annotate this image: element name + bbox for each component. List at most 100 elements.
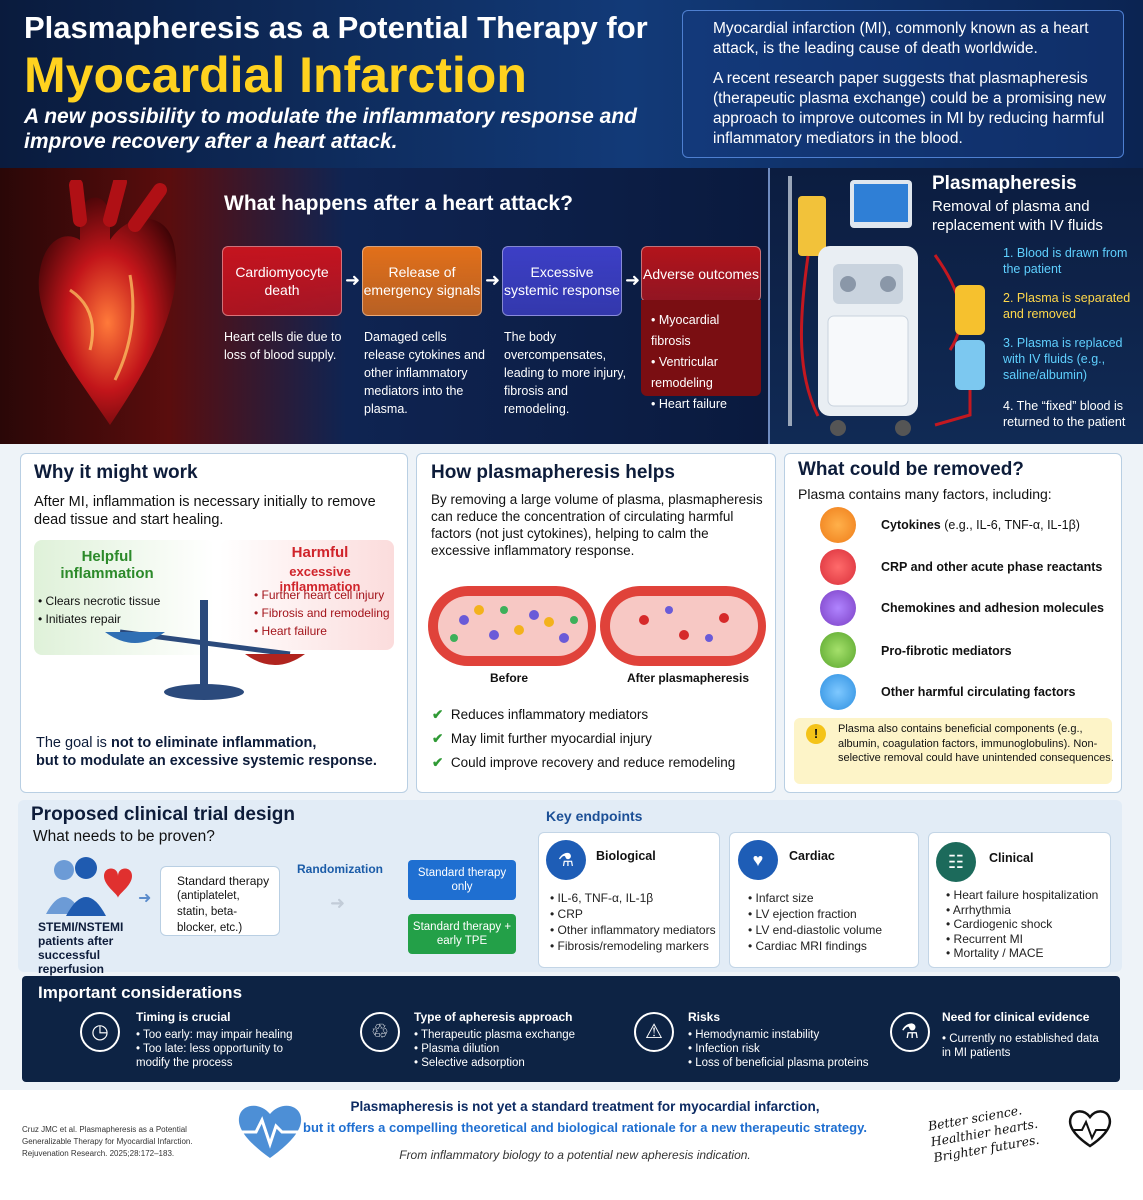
consideration-item: • Loss of beneficial plasma proteins <box>688 1057 869 1069</box>
blood-vessel-illustration-icon <box>428 586 766 666</box>
endpoint-biological-list: • IL-6, TNF-α, IL-1β • CRP • Other infla… <box>550 890 716 954</box>
profibrotic-icon <box>820 632 856 668</box>
consideration-item: • Plasma dilution <box>414 1043 500 1055</box>
endpoint-item: • Recurrent MI <box>946 931 1023 946</box>
step-systemic-response: Excessive systemic response <box>502 246 622 316</box>
check-icon: ✔ <box>432 707 444 722</box>
check-item: ✔ May limit further myocardial injury <box>432 731 652 746</box>
consideration-item: • Currently no established data in MI pa… <box>942 1033 1099 1059</box>
randomization-label: Randomization <box>297 862 383 876</box>
clock-icon: ◷ <box>80 1012 120 1052</box>
arrow-right-icon: ➜ <box>138 890 152 907</box>
arrow-right-icon: ➜ <box>625 270 641 290</box>
harmful-subtitle: excessive inflammation <box>279 564 361 594</box>
page-title-line1: Plasmapheresis as a Potential Therapy fo… <box>24 10 648 45</box>
note-box <box>794 718 1112 784</box>
note-text: Plasma also contains beneficial componen… <box>838 723 1114 764</box>
other-factors-icon <box>820 674 856 710</box>
intro-paragraph-1: Myocardial infarction (MI), commonly kno… <box>713 20 1089 57</box>
helpful-item: • Clears necrotic tissue <box>38 594 161 608</box>
endpoint-clinical-title: Clinical <box>989 851 1034 865</box>
endpoint-item: • Cardiogenic shock <box>946 917 1053 931</box>
standard-therapy-detail: (antiplatelet, statin, beta-blocker, etc… <box>177 890 243 934</box>
harmful-box <box>220 540 394 650</box>
page-title-line2: Myocardial Infarction <box>24 47 527 103</box>
helpful-item: • Initiates repair <box>38 612 121 626</box>
removed-title: What could be removed? <box>798 459 1024 480</box>
apheresis-icon: ♲ <box>360 1012 400 1052</box>
consideration-list-approach: • Therapeutic plasma exchange • Plasma d… <box>414 1028 575 1070</box>
harmful-list: • Further heart cell injury • Fibrosis a… <box>254 586 390 640</box>
why-text: After MI, inflammation is necessary init… <box>34 494 376 528</box>
outcome-item: • Heart failure <box>651 397 727 411</box>
outcomes-list: • Myocardial fibrosis • Ventricular remo… <box>641 300 761 411</box>
trial-subtitle: What needs to be proven? <box>33 828 215 845</box>
endpoint-item: • Arrhythmia <box>946 902 1011 917</box>
consideration-item: • Therapeutic plasma exchange <box>414 1029 576 1041</box>
check-icon: ✔ <box>432 755 444 770</box>
helpful-list: • Clears necrotic tissue • Initiates rep… <box>38 592 160 628</box>
endpoint-item: • Other inflammatory mediators <box>550 923 716 937</box>
plasma-step-2: 2. Plasma is separated and removed <box>1003 291 1131 321</box>
what-happens-title: What happens after a heart attack? <box>224 192 573 215</box>
how-text: By removing a large volume of plasma, pl… <box>431 492 763 558</box>
plasmapheresis-subtitle: Removal of plasma and replacement with I… <box>932 198 1103 234</box>
endpoint-cardiac-list: • Infarct size • LV ejection fraction • … <box>748 890 882 954</box>
why-title: Why it might work <box>34 462 198 483</box>
consideration-title-evidence: Need for clinical evidence <box>942 1010 1090 1024</box>
cytokine-icon <box>820 507 856 543</box>
clipboard-icon: ☷ <box>936 842 976 882</box>
endpoints-title: Key endpoints <box>546 808 643 824</box>
patients-icon <box>46 857 132 916</box>
consideration-item: • Selective adsorption <box>414 1057 525 1069</box>
consideration-title-risks: Risks <box>688 1010 721 1024</box>
endpoint-item: • CRP <box>550 907 583 921</box>
footer-line2: but it offers a compelling theoretical a… <box>303 1120 867 1135</box>
factor-label-crp: CRP and other acute phase reactants <box>881 560 1103 574</box>
bags-illustration-icon <box>933 254 985 427</box>
step-desc-3: The body overcompensates, leading to mor… <box>504 330 627 416</box>
crp-icon <box>820 549 856 585</box>
endpoint-item: • LV end-diastolic volume <box>748 923 883 937</box>
endpoint-item: • Infarct size <box>748 891 814 905</box>
footer-line1: Plasmapheresis is not yet a standard tre… <box>350 1099 820 1114</box>
factor-label-chemokines: Chemokines and adhesion molecules <box>881 601 1104 615</box>
check-item: ✔ Could improve recovery and reduce remo… <box>432 755 736 770</box>
endpoint-item: • Cardiac MRI findings <box>748 939 867 953</box>
endpoint-clinical-list: • Heart failure hospitalization • Arrhyt… <box>946 888 1098 961</box>
before-label: Before <box>490 671 529 685</box>
factor-label-other: Other harmful circulating factors <box>881 685 1076 699</box>
plasma-step-3: 3. Plasma is replaced with IV fluids (e.… <box>1003 336 1123 382</box>
heart-ecg-icon <box>234 1105 306 1158</box>
warning-icon: ⚠ <box>634 1012 674 1052</box>
heart-icon: ♥ <box>738 840 778 880</box>
header-banner <box>0 0 1143 168</box>
flask-icon: ⚗ <box>890 1012 930 1052</box>
intro-paragraph-2: A recent research paper suggests that pl… <box>713 70 1106 147</box>
arm-early-tpe: Standard therapy + early TPE <box>408 914 516 954</box>
plasmapheresis-title: Plasmapheresis <box>932 173 1077 194</box>
arrow-right-icon: ➜ <box>330 893 346 913</box>
outcome-item: • Myocardial fibrosis <box>651 313 720 348</box>
endpoint-item: • Fibrosis/remodeling markers <box>550 939 709 953</box>
endpoint-biological-title: Biological <box>596 849 656 863</box>
plasma-step-4: 4. The “fixed” blood is returned to the … <box>1003 399 1126 429</box>
step-desc-1: Heart cells die due to loss of blood sup… <box>224 330 342 362</box>
arrow-right-icon: ➜ <box>345 270 361 290</box>
harmful-item: • Further heart cell injury <box>254 588 385 602</box>
step-adverse-outcomes: Adverse outcomes <box>641 246 761 302</box>
check-icon: ✔ <box>432 731 444 746</box>
how-title: How plasmapheresis helps <box>431 462 675 483</box>
endpoint-cardiac-title: Cardiac <box>789 849 835 863</box>
factor-label-cytokines: Cytokines (e.g., IL-6, TNF-α, IL-1β) <box>881 518 1080 532</box>
chemokine-icon <box>820 590 856 626</box>
consideration-title-timing: Timing is crucial <box>136 1010 231 1024</box>
endpoint-item: • IL-6, TNF-α, IL-1β <box>550 891 654 905</box>
heart-illustration-icon <box>38 180 177 425</box>
consideration-item: • Infection risk <box>688 1043 760 1055</box>
harmful-title: Harmful <box>291 544 349 561</box>
citation: Cruz JMC et al. Plasmapheresis as a Pote… <box>22 1125 193 1158</box>
consideration-item: • Too late: less opportunity to modify t… <box>136 1043 284 1069</box>
consideration-title-approach: Type of apheresis approach <box>414 1010 573 1024</box>
warning-icon: ! <box>806 724 826 744</box>
